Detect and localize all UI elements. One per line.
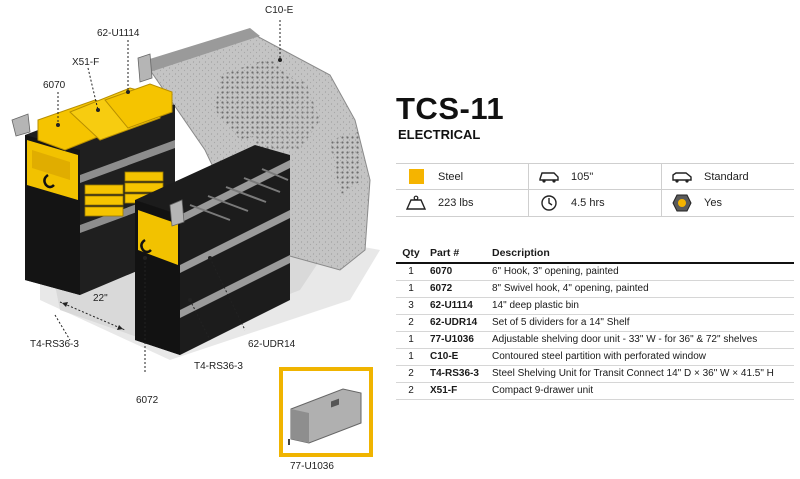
table-row: 2 X51-F Compact 9-drawer unit [396, 382, 794, 400]
table-row: 2 T4-RS36-3 Steel Shelving Unit for Tran… [396, 365, 794, 383]
row-qty: 1 [396, 348, 426, 366]
spec-weight-value: 223 lbs [438, 197, 474, 209]
row-description: Adjustable shelving door unit - 33" W - … [488, 331, 794, 349]
spec-weight: 223 lbs [396, 190, 529, 216]
spec-material-value: Steel [438, 170, 464, 183]
row-part: 77-U1036 [426, 331, 488, 349]
callout-dimension-22: 22" [93, 293, 108, 304]
row-description: Steel Shelving Unit for Transit Connect … [488, 365, 794, 383]
product-subtitle: ELECTRICAL [398, 127, 481, 142]
spec-row: Steel 105" Standard [396, 163, 794, 190]
spec-roof-value: Standard [704, 170, 749, 183]
row-description: 14" deep plastic bin [488, 297, 794, 315]
right-shelving-unit [135, 145, 290, 355]
header-part: Part # [426, 244, 488, 264]
row-description: Compact 9-drawer unit [488, 382, 794, 400]
row-description: 6" Hook, 3" opening, painted [488, 263, 794, 281]
clock-icon [537, 194, 561, 212]
callout-c10e: C10-E [265, 5, 294, 16]
row-qty: 1 [396, 280, 426, 298]
door-unit-inset [279, 367, 373, 457]
parts-table-header: Qty Part # Description [396, 244, 794, 264]
row-description: Contoured steel partition with perforate… [488, 348, 794, 366]
row-qty: 3 [396, 297, 426, 315]
leader-lines [54, 20, 281, 372]
inset-label: 77-U1036 [290, 461, 334, 472]
spec-roof: Standard [662, 164, 794, 189]
callout-t4-rs36-3-mid: T4-RS36-3 [194, 361, 243, 372]
callout-6070: 6070 [43, 80, 66, 91]
table-row: 2 62-UDR14 Set of 5 dividers for a 14" S… [396, 314, 794, 332]
row-part: C10-E [426, 348, 488, 366]
table-row: 1 C10-E Contoured steel partition with p… [396, 348, 794, 366]
parts-table: Qty Part # Description 1 6070 6" Hook, 3… [396, 244, 794, 400]
row-qty: 2 [396, 382, 426, 400]
row-part: T4-RS36-3 [426, 365, 488, 383]
drawer-unit [84, 171, 164, 217]
spec-van-length-value: 105" [571, 170, 594, 183]
row-part: 62-UDR14 [426, 314, 488, 332]
row-part: X51-F [426, 382, 488, 400]
spec-row: 223 lbs 4.5 hrs Yes [396, 190, 794, 217]
weight-icon [404, 194, 428, 212]
row-part: 6070 [426, 263, 488, 281]
spec-install-time-value: 4.5 hrs [571, 197, 605, 209]
van-roof-icon [670, 168, 694, 186]
row-description: Set of 5 dividers for a 14" Shelf [488, 314, 794, 332]
row-qty: 1 [396, 331, 426, 349]
hook-6070 [43, 173, 55, 189]
product-illustration [11, 20, 380, 372]
spec-grid: Steel 105" Standard 223 lbs 4.5 hrs [396, 163, 794, 217]
spec-material: Steel [396, 164, 529, 189]
row-qty: 2 [396, 365, 426, 383]
row-qty: 1 [396, 263, 426, 281]
row-description: 8" Swivel hook, 4" opening, painted [488, 280, 794, 298]
spec-hardware: Yes [662, 190, 794, 216]
steel-swatch-icon [404, 168, 428, 186]
hook-6072 [140, 238, 152, 254]
hardware-nut-icon [670, 194, 694, 212]
callout-62-u1114: 62-U1114 [97, 28, 140, 39]
spec-van-length: 105" [529, 164, 662, 189]
callout-62-udr14: 62-UDR14 [248, 339, 296, 350]
header-qty: Qty [396, 244, 426, 264]
callout-x51f: X51-F [72, 57, 100, 68]
row-part: 62-U1114 [426, 297, 488, 315]
table-row: 1 77-U1036 Adjustable shelving door unit… [396, 331, 794, 349]
header-description: Description [488, 244, 794, 264]
callout-6072: 6072 [136, 395, 159, 406]
spec-install-time: 4.5 hrs [529, 190, 662, 216]
row-qty: 2 [396, 314, 426, 332]
callout-t4-rs36-3-left: T4-RS36-3 [30, 339, 79, 350]
van-length-icon [537, 168, 561, 186]
spec-hardware-value: Yes [704, 197, 722, 209]
table-row: 3 62-U1114 14" deep plastic bin [396, 297, 794, 315]
row-part: 6072 [426, 280, 488, 298]
table-row: 1 6072 8" Swivel hook, 4" opening, paint… [396, 280, 794, 298]
table-row: 1 6070 6" Hook, 3" opening, painted [396, 263, 794, 281]
product-title: TCS-11 [396, 91, 505, 126]
door-unit-image [288, 388, 362, 445]
